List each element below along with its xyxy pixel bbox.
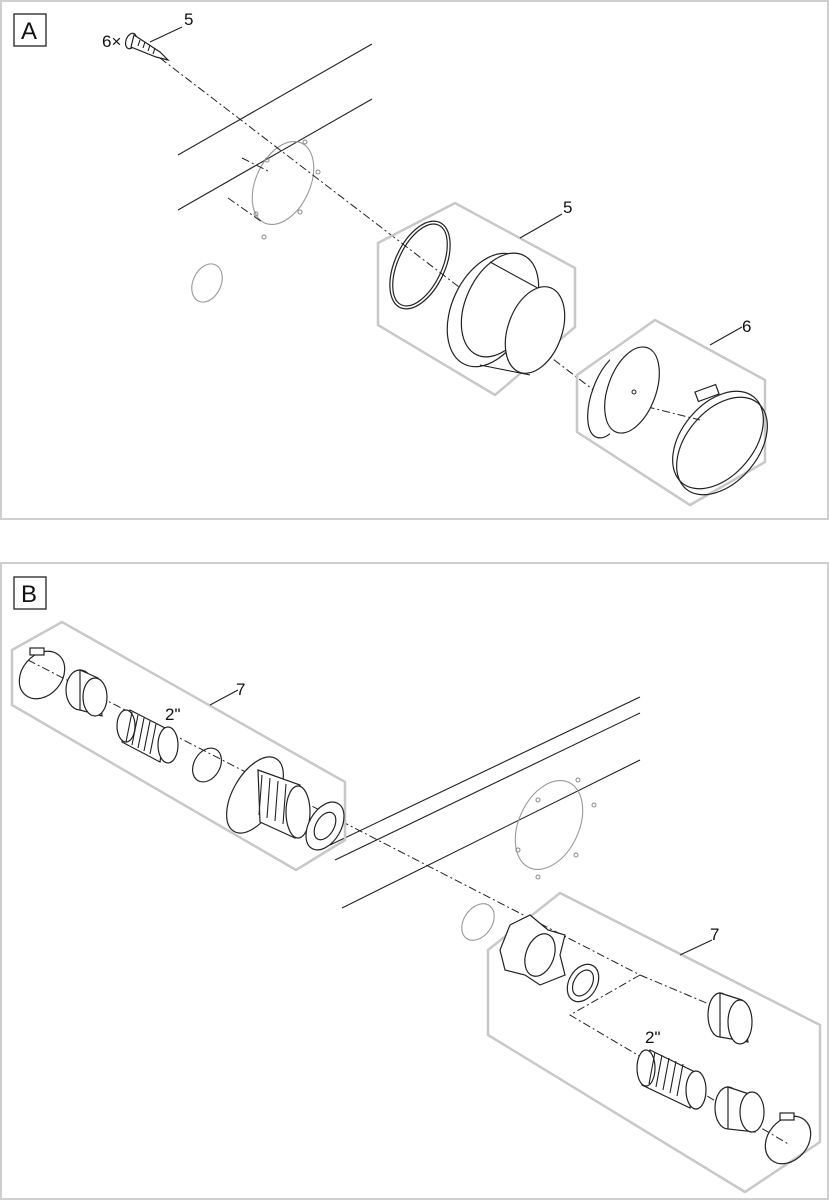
part-7-right-group-outline bbox=[486, 891, 822, 1194]
part-5-group-outline bbox=[376, 201, 577, 397]
left-hose-clamp bbox=[18, 647, 66, 700]
left-flat-gasket bbox=[305, 801, 345, 851]
right-hose-clamp bbox=[764, 1112, 812, 1165]
callout-screw: 5 bbox=[184, 10, 193, 29]
panel-a-label: A bbox=[21, 18, 37, 45]
part-6-group-outline bbox=[575, 318, 767, 507]
screw-quantity: 6× bbox=[102, 32, 121, 51]
callout-left-kit: 7 bbox=[236, 680, 245, 699]
end-cap bbox=[587, 345, 660, 440]
part-7-left-group-outline bbox=[10, 620, 347, 872]
star-lock-nut bbox=[499, 914, 566, 986]
callout-right-kit: 7 bbox=[710, 925, 719, 944]
small-seal-ring bbox=[461, 903, 495, 941]
panel-a-frame bbox=[0, 0, 829, 520]
wall-edge-bottom bbox=[177, 98, 373, 211]
callout-cap: 6 bbox=[742, 317, 751, 336]
left-washer bbox=[191, 747, 223, 783]
wall-gasket bbox=[514, 780, 584, 870]
wall-edge-top bbox=[329, 696, 641, 846]
assembly-axis-branch bbox=[569, 974, 791, 1146]
wall-edge-bottom bbox=[341, 759, 641, 909]
panel-a-label-box bbox=[13, 13, 47, 47]
small-seal-ring bbox=[191, 263, 223, 303]
hose-clamp bbox=[672, 383, 768, 496]
right-end-cap bbox=[707, 992, 753, 1045]
wall-holes bbox=[515, 777, 597, 880]
panel-b-label-box bbox=[13, 576, 47, 610]
right-hose-size: 2" bbox=[645, 1028, 661, 1047]
tank-fitting bbox=[446, 252, 566, 376]
assembly-axis bbox=[159, 57, 601, 396]
wall-edge-top bbox=[177, 43, 373, 156]
left-hose-size: 2" bbox=[165, 705, 181, 724]
left-hose-barb bbox=[116, 709, 179, 764]
callout-fitting: 5 bbox=[563, 198, 572, 217]
wall-holes bbox=[253, 139, 321, 240]
left-tank-flange bbox=[226, 756, 311, 839]
panel-b-frame bbox=[0, 562, 829, 1200]
panel-b-label: B bbox=[21, 581, 37, 608]
panel-b: B 2" bbox=[0, 562, 829, 1200]
right-washer bbox=[566, 963, 600, 1003]
left-union-nut bbox=[65, 669, 108, 717]
right-union-nut bbox=[714, 1086, 765, 1133]
screw-icon bbox=[124, 32, 170, 62]
wall-gasket bbox=[251, 140, 315, 226]
o-ring bbox=[389, 220, 451, 310]
panel-a: A 6× 5 bbox=[0, 0, 829, 520]
right-hose-barb bbox=[636, 1049, 707, 1110]
